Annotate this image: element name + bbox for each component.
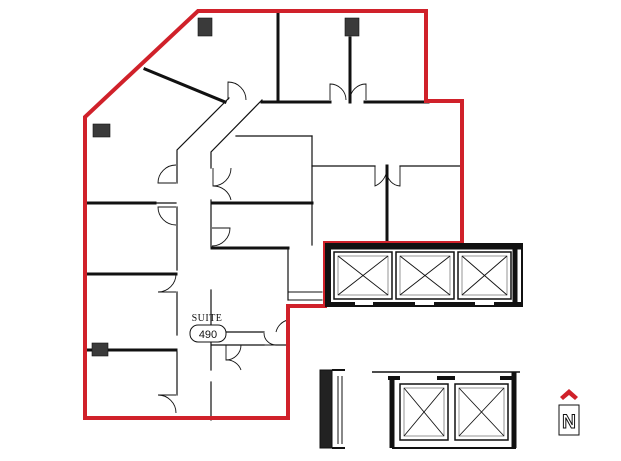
elevator-car: [399, 383, 449, 441]
column: [92, 123, 111, 138]
door-swing: [263, 332, 277, 346]
door-swing: [227, 81, 247, 101]
suite-boundary: [83, 9, 464, 420]
elevator-car: [395, 251, 455, 300]
elevator-car: [457, 251, 512, 300]
interior-walls: [83, 12, 463, 421]
door-swing: [212, 185, 232, 201]
door-swing: [349, 83, 367, 101]
north-box: [558, 404, 580, 436]
door-swing: [225, 359, 242, 371]
suite-number-badge: [189, 324, 227, 343]
north-arrow-icon: [560, 389, 578, 400]
north-arrow: N: [558, 389, 580, 436]
doors: [157, 81, 401, 414]
door-swing: [225, 344, 242, 361]
elevator-bank-upper: [325, 243, 523, 307]
column: [197, 17, 213, 37]
north-letter: N: [562, 412, 576, 433]
door-swing: [386, 166, 401, 187]
door-swing: [157, 394, 177, 414]
door-swing: [157, 273, 177, 293]
door-swing: [211, 227, 231, 247]
door-swing: [157, 206, 177, 226]
door-swing: [374, 165, 388, 187]
suite-number: 490: [199, 329, 217, 341]
door-swing: [157, 164, 177, 184]
door-swing: [212, 167, 232, 187]
elevator-car: [333, 251, 393, 300]
elevator-car: [454, 383, 509, 441]
building-columns: [91, 17, 360, 357]
column: [91, 342, 109, 357]
elevator-bank-lower: [319, 369, 520, 449]
suite-title: SUITE: [192, 313, 223, 324]
door-swing: [329, 83, 347, 101]
column: [344, 17, 360, 37]
suite-label: SUITE 490: [189, 313, 227, 343]
